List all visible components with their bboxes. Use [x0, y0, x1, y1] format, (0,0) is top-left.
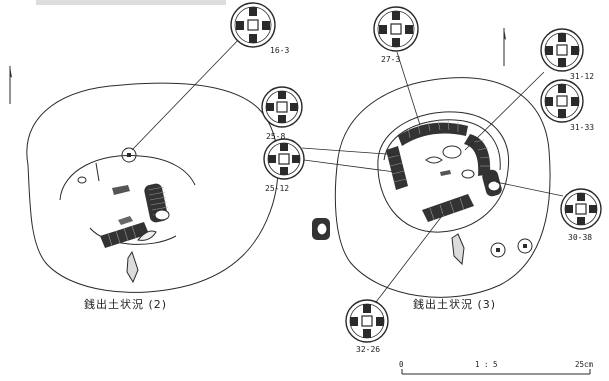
fragment-left-2	[95, 162, 100, 182]
coin-stack-right-bottom	[422, 194, 474, 222]
fragment-right-small	[440, 170, 451, 176]
pit-outline-right	[334, 77, 551, 298]
coin-small-left	[77, 176, 87, 184]
coin-31-12: 31-12	[540, 28, 594, 81]
coin-label-31-12: 31-12	[570, 72, 594, 81]
pit-lower-curve-left	[89, 227, 177, 245]
pit-inner-arc-left	[59, 154, 196, 201]
coin-label-25-12: 25-12	[265, 184, 289, 193]
coin-16-3: 16-3	[230, 2, 289, 55]
leader-line-16-3	[131, 34, 244, 151]
coin-32-26: 32-26	[345, 299, 389, 354]
coin-label-31-33: 31-33	[570, 123, 594, 132]
coin-label-16-3: 16-3	[270, 46, 289, 55]
caption-right: 銭出土状況 (3)	[413, 298, 497, 311]
coin-30-38: 30-38	[560, 188, 602, 242]
pit-inner-ring-right	[377, 111, 510, 233]
scale-bar	[401, 369, 591, 375]
fragment-right-center	[425, 156, 443, 164]
loose-coins-right	[490, 238, 533, 258]
fragment-left-1	[112, 185, 130, 195]
coin-25-8: 25-8	[261, 86, 303, 141]
leader-lines-right	[301, 51, 564, 307]
single-coin-left	[121, 147, 137, 163]
coin-stack-left-upright	[144, 183, 170, 223]
stone-fragment-left	[126, 250, 139, 284]
pit-outline-left	[26, 82, 279, 293]
coin-stack-left-lying	[100, 216, 149, 248]
coin-31-33: 31-33	[540, 79, 594, 132]
coin-hole-left	[127, 153, 131, 157]
north-arrow-right	[503, 28, 506, 66]
coin-27-3: 27-3	[373, 6, 419, 64]
coin-label-30-38: 30-38	[568, 233, 592, 242]
coin-label-32-26: 32-26	[356, 345, 380, 354]
stone-fragment-right	[451, 233, 465, 266]
scale-zero: 0	[399, 360, 404, 369]
caption-left: 銭出土状況 (2)	[84, 298, 168, 311]
coin-25-12: 25-12	[263, 138, 305, 193]
coin-label-25-8: 25-8	[266, 132, 285, 141]
coin-stack-right-outer	[482, 169, 502, 197]
coin-stack-right-top	[398, 119, 468, 146]
coin-stack-right-left	[386, 146, 408, 190]
scale-ratio: 1 : 5	[475, 360, 498, 369]
scale-end: 25cm	[575, 360, 594, 369]
coin-roll-outside	[312, 218, 330, 240]
leaf-fragment-left	[137, 230, 157, 241]
coin-label-27-3: 27-3	[381, 55, 400, 64]
north-arrow-left	[9, 66, 12, 104]
cropped-heading	[36, 0, 226, 5]
pit-inner-ring-right-2	[383, 119, 501, 171]
